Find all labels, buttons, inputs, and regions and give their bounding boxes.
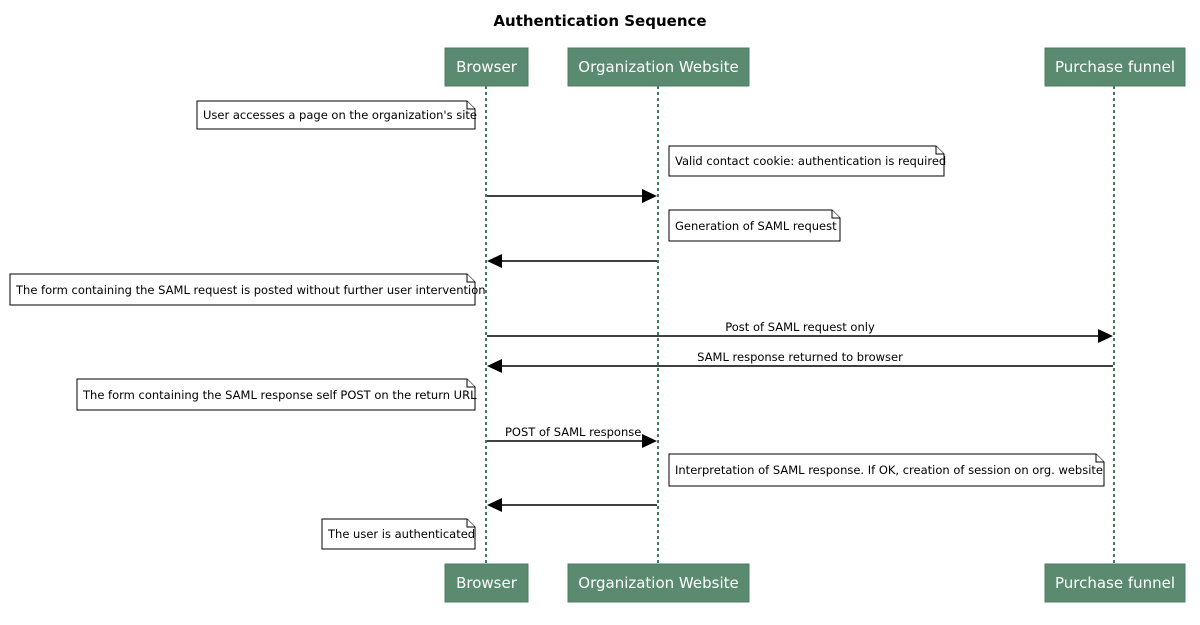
- note-generation-saml-request: Generation of SAML request: [668, 209, 841, 242]
- participant-purchase-funnel-top[interactable]: Purchase funnel: [1044, 47, 1186, 87]
- message-browser-to-org-1: [487, 189, 657, 203]
- message-org-to-browser-2: [487, 498, 657, 512]
- note-text: The form containing the SAML response se…: [82, 388, 477, 402]
- arrowhead-right: [1098, 329, 1113, 343]
- message-org-to-browser-1: [487, 254, 657, 268]
- participant-org-website-top[interactable]: Organization Website: [567, 47, 750, 87]
- note-valid-cookie: Valid contact cookie: authentication is …: [668, 145, 946, 177]
- participant-label: Browser: [456, 58, 518, 76]
- note-text: Valid contact cookie: authentication is …: [675, 154, 946, 168]
- message-saml-response-returned: SAML response returned to browser: [487, 350, 1113, 373]
- participant-purchase-funnel-bottom[interactable]: Purchase funnel: [1044, 563, 1186, 603]
- arrowhead-left: [487, 254, 502, 268]
- message-post-saml-response: POST of SAML response: [487, 425, 657, 448]
- note-user-authenticated: The user is authenticated: [321, 518, 476, 550]
- note-text: The form containing the SAML request is …: [15, 283, 486, 297]
- arrowhead-left: [487, 498, 502, 512]
- message-label: Post of SAML request only: [725, 320, 875, 334]
- participant-browser-bottom[interactable]: Browser: [444, 563, 529, 603]
- lifelines: [485, 86, 1115, 568]
- note-interpretation-saml-response: Interpretation of SAML response. If OK, …: [668, 453, 1105, 487]
- participant-label: Browser: [456, 574, 518, 592]
- note-form-posted: The form containing the SAML request is …: [9, 273, 486, 306]
- diagram-title: Authentication Sequence: [493, 12, 706, 30]
- note-text: The user is authenticated: [327, 527, 475, 541]
- message-label: SAML response returned to browser: [697, 350, 903, 364]
- message-label: POST of SAML response: [505, 425, 641, 439]
- participant-label: Organization Website: [578, 58, 738, 76]
- arrowhead-left: [487, 359, 502, 373]
- note-form-self-post: The form containing the SAML response se…: [76, 378, 477, 411]
- note-text: User accesses a page on the organization…: [203, 108, 477, 122]
- note-text: Generation of SAML request: [675, 219, 837, 233]
- message-post-saml-request: Post of SAML request only: [487, 320, 1113, 343]
- participant-label: Purchase funnel: [1055, 574, 1175, 592]
- participant-label: Purchase funnel: [1055, 58, 1175, 76]
- participant-label: Organization Website: [578, 574, 738, 592]
- note-text: Interpretation of SAML response. If OK, …: [675, 463, 1103, 477]
- participant-browser-top[interactable]: Browser: [444, 47, 529, 87]
- arrowhead-right: [642, 189, 657, 203]
- note-user-access: User accesses a page on the organization…: [196, 100, 477, 130]
- arrowhead-right: [642, 434, 657, 448]
- participant-org-website-bottom[interactable]: Organization Website: [567, 563, 750, 603]
